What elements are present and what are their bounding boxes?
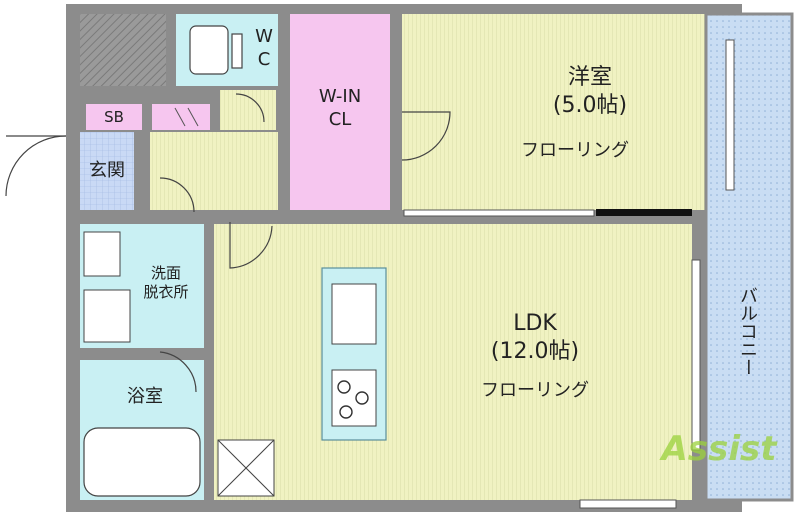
washroom-line1: 洗面 <box>150 264 181 282</box>
wic-line1: W-IN <box>318 86 362 107</box>
sb-label: SB <box>104 108 124 126</box>
wc-line2: C <box>257 48 271 70</box>
ldk-door-swing <box>229 222 273 269</box>
ldk-name: LDK <box>513 311 557 336</box>
shoe-box <box>86 104 142 130</box>
wc-label: W C <box>250 26 278 71</box>
entrance-floor <box>80 132 134 210</box>
wic-label: W-IN CL <box>300 86 380 131</box>
hallway <box>150 132 278 210</box>
wic-line2: CL <box>328 108 352 130</box>
toilet-tank <box>231 33 243 69</box>
washing-machine-pan <box>83 289 131 343</box>
entrance-door-swing <box>5 135 67 197</box>
bathtub <box>83 427 201 497</box>
western-room-size: (5.0帖) <box>552 92 628 118</box>
western-door-swing <box>401 111 451 161</box>
wash-basin <box>83 231 121 277</box>
ldk-room <box>214 224 692 500</box>
ldk-bottom-window <box>579 499 677 509</box>
wc-door-swing <box>235 93 265 123</box>
watermark-logo: Assist <box>661 429 777 469</box>
walk-in-closet <box>290 14 390 210</box>
western-room-name: 洋室 <box>567 65 612 90</box>
pipe-shaft <box>80 14 166 86</box>
sink <box>331 283 377 345</box>
washroom-label: 洗面 脱衣所 <box>128 264 204 302</box>
western-room-floor: フローリング <box>521 140 629 161</box>
washroom-line2: 脱衣所 <box>143 282 189 301</box>
sliding-door <box>403 209 595 217</box>
ldk-size: (12.0帖) <box>490 338 580 364</box>
bath-label: 浴室 <box>127 386 163 407</box>
balcony-label: バルコニー <box>737 286 758 376</box>
western-room <box>402 14 726 210</box>
balcony <box>704 12 794 502</box>
storage-strip <box>152 104 210 130</box>
bath-door-swing <box>159 351 197 393</box>
ldk-floor: フローリング <box>481 380 589 401</box>
partition-rail <box>596 209 692 216</box>
washroom-door-swing <box>159 177 195 213</box>
ldk-label: LDK (12.0帖) <box>440 310 630 365</box>
wc-line1: W <box>255 26 273 47</box>
ldk-window <box>691 259 701 451</box>
western-window <box>725 39 735 191</box>
western-room-label: 洋室 (5.0帖) <box>520 64 660 119</box>
stove <box>331 369 377 427</box>
toilet <box>189 25 229 75</box>
entrance-label: 玄関 <box>89 160 125 181</box>
